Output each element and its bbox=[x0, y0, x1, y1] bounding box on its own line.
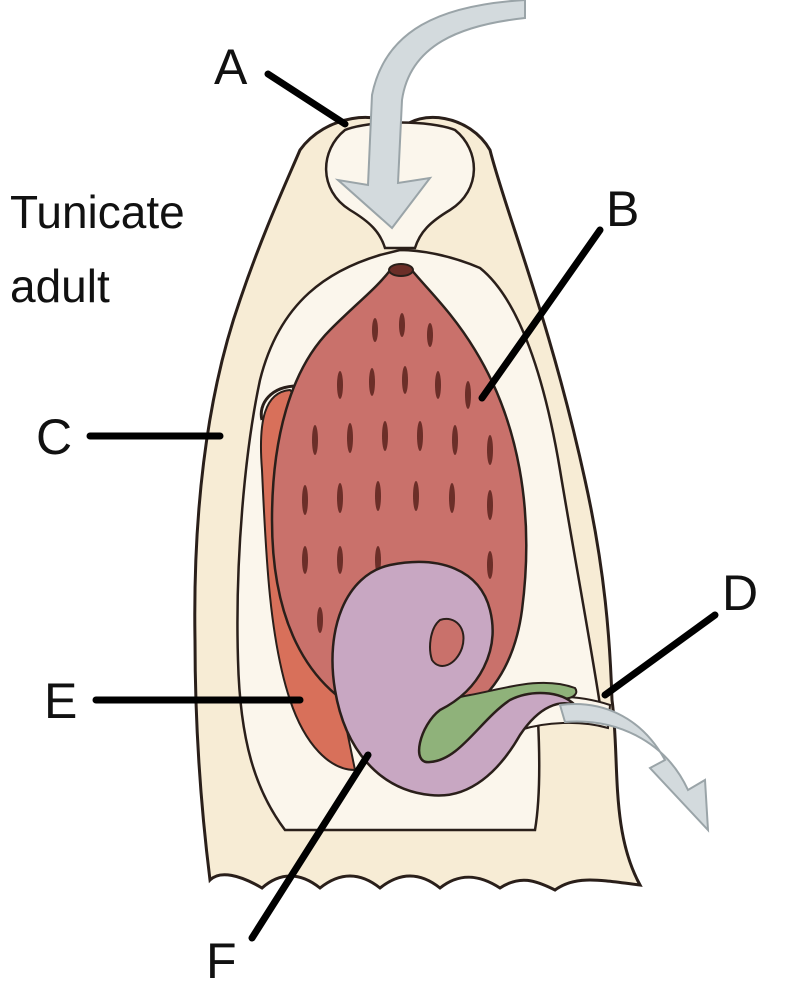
gonad-duct bbox=[259, 384, 301, 421]
leader-line-f bbox=[248, 751, 372, 942]
title-line-1: Tunicate bbox=[10, 186, 185, 238]
label-d: D bbox=[722, 565, 758, 621]
leader-line-a bbox=[264, 70, 349, 128]
outgoing-water-arrow bbox=[558, 703, 710, 833]
label-b: B bbox=[606, 181, 639, 237]
leader-line-b bbox=[478, 226, 604, 402]
label-a: A bbox=[214, 39, 248, 95]
stomach-inner-loop bbox=[429, 617, 465, 667]
stomach-organ bbox=[331, 560, 576, 797]
label-e: E bbox=[44, 673, 77, 729]
pharynx-opening bbox=[388, 263, 414, 277]
label-f: F bbox=[206, 933, 237, 989]
leader-line-d bbox=[601, 611, 719, 699]
label-c: C bbox=[36, 409, 72, 465]
incoming-water-arrow bbox=[334, 0, 526, 230]
gill-slits bbox=[302, 313, 493, 633]
leader-lines bbox=[86, 70, 719, 942]
title-line-2: adult bbox=[10, 260, 110, 312]
